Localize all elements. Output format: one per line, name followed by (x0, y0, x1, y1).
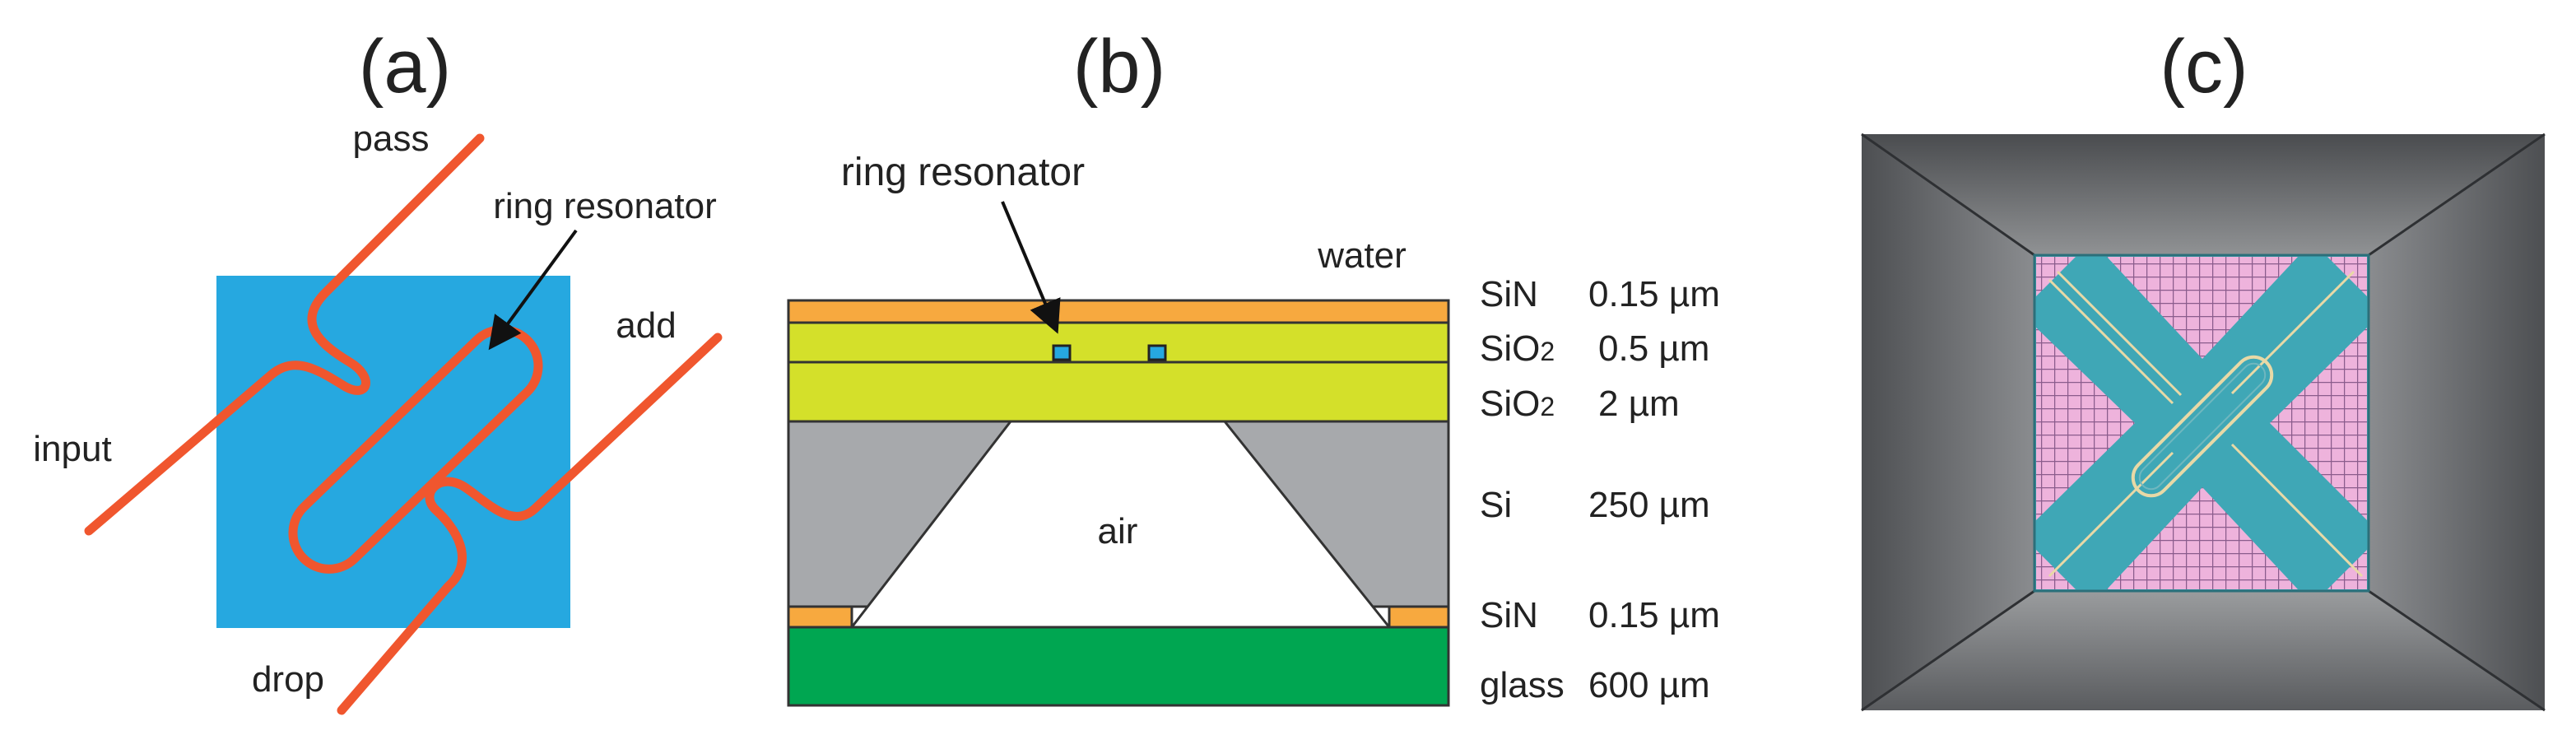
thickness-sio2-thin: 0.5 µm (1598, 328, 1709, 369)
label-input: input (33, 429, 111, 469)
thickness-sio2-thick: 2 µm (1598, 384, 1680, 424)
panel-a-label: (a) (359, 25, 451, 109)
svg-text:SiN: SiN (1480, 274, 1538, 314)
panel-b: (b) ring resonator water air SiN 0.15 µm… (787, 25, 1720, 707)
layer-sin-top (787, 299, 1450, 324)
thickness-glass: 600 µm (1588, 665, 1710, 705)
label-air: air (1098, 511, 1138, 551)
layer-sio2-thin (787, 321, 1450, 364)
waveguide-pass-input (84, 133, 485, 536)
thickness-si: 250 µm (1588, 485, 1710, 525)
layer-glass (787, 626, 1450, 707)
label-water: water (1317, 235, 1407, 276)
thickness-sin-top: 0.15 µm (1588, 274, 1720, 314)
layer-sin-bottom-left (787, 605, 853, 629)
ring-resonator (288, 325, 543, 574)
ring-waveguide-right (1147, 344, 1167, 361)
label-ring-resonator-a: ring resonator (493, 186, 716, 226)
svg-text:Si: Si (1480, 485, 1512, 525)
svg-text:glass: glass (1480, 665, 1565, 705)
panel-a: (a) pass add input drop ring resonator (33, 25, 723, 715)
arrow-ring-a (488, 229, 578, 351)
panel-c-label: (c) (2160, 25, 2248, 109)
label-pass: pass (353, 119, 430, 159)
micrograph (1861, 133, 2546, 712)
panel-b-label: (b) (1073, 25, 1165, 109)
svg-text:SiO2: SiO2 (1480, 328, 1555, 369)
label-ring-resonator-b: ring resonator (841, 151, 1085, 194)
svg-text:SiO2: SiO2 (1480, 384, 1555, 424)
micrograph-ring (2131, 355, 2274, 498)
label-drop: drop (252, 659, 324, 700)
layer-sin-bottom-right (1388, 605, 1450, 629)
ring-waveguide-left (1052, 344, 1072, 361)
layer-sio2-thick (787, 361, 1450, 423)
label-add: add (616, 305, 676, 346)
arrow-ring-b (1001, 201, 1061, 334)
layer-legend: SiN 0.15 µm SiO2 0.5 µm SiO2 2 µm Si 250… (1480, 274, 1720, 705)
svg-text:SiN: SiN (1480, 595, 1538, 635)
thickness-sin-bottom: 0.15 µm (1588, 595, 1720, 635)
panel-c: (c) (1861, 25, 2546, 712)
